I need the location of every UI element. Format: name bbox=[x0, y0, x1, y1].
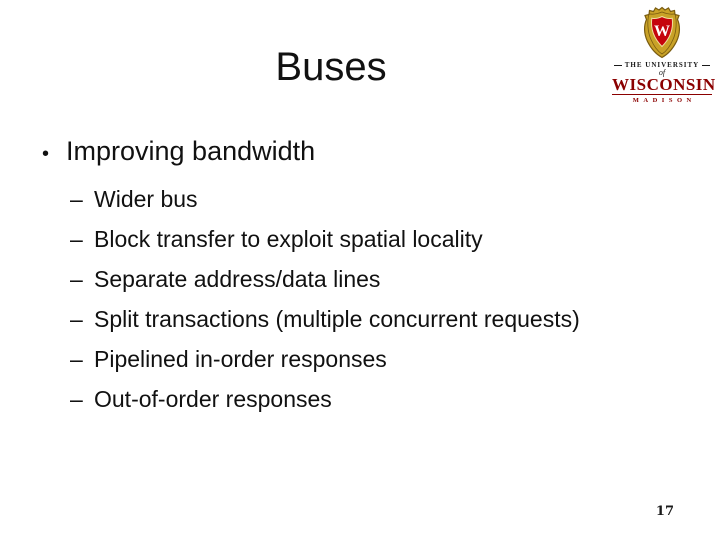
uw-wordmark: THE UNIVERSITY of WISCONSIN MADISON bbox=[612, 61, 716, 104]
sub-bullet-text: Pipelined in-order responses bbox=[94, 346, 387, 372]
dash-marker: – bbox=[70, 346, 83, 372]
dash-marker: – bbox=[70, 186, 83, 212]
sub-bullet-item: – Split transactions (multiple concurren… bbox=[42, 299, 704, 339]
sub-bullet-item: – Block transfer to exploit spatial loca… bbox=[42, 219, 704, 259]
logo-university-row: THE UNIVERSITY bbox=[614, 61, 710, 69]
logo-of-text: of bbox=[658, 68, 666, 77]
slide-title: Buses bbox=[275, 45, 387, 89]
sub-bullet-item: – Separate address/data lines bbox=[42, 259, 704, 299]
sub-bullet-text: Block transfer to exploit spatial locali… bbox=[94, 226, 483, 252]
sub-bullet-item: – Out-of-order responses bbox=[42, 379, 704, 419]
sub-bullet-text: Split transactions (multiple concurrent … bbox=[94, 306, 580, 332]
sub-bullet-text: Separate address/data lines bbox=[94, 266, 381, 292]
sub-bullet-list: – Wider bus – Block transfer to exploit … bbox=[42, 179, 704, 419]
page-number: 17 bbox=[655, 504, 674, 519]
sub-bullet-item: – Wider bus bbox=[42, 179, 704, 219]
dash-marker: – bbox=[70, 226, 83, 252]
sub-bullet-text: Out-of-order responses bbox=[94, 386, 332, 412]
sub-bullet-item: – Pipelined in-order responses bbox=[42, 339, 704, 379]
uw-crest: W bbox=[612, 6, 712, 59]
uw-crest-icon: W bbox=[643, 6, 681, 59]
dash-marker: – bbox=[70, 306, 83, 332]
dash-marker: – bbox=[70, 386, 83, 412]
left-rule bbox=[614, 64, 622, 66]
bullet-text: Improving bandwidth bbox=[66, 136, 316, 166]
sub-bullet-text: Wider bus bbox=[94, 186, 198, 212]
slide-body: • Improving bandwidth – Wider bus – Bloc… bbox=[42, 134, 704, 419]
logo-madison-text: MADISON bbox=[632, 97, 696, 104]
dash-marker: – bbox=[70, 266, 83, 292]
logo-university-text: THE UNIVERSITY bbox=[624, 61, 700, 69]
uw-monogram: W bbox=[654, 23, 670, 40]
right-rule bbox=[702, 64, 710, 66]
bullet-marker: • bbox=[42, 143, 50, 165]
bullet-item: • Improving bandwidth bbox=[42, 134, 704, 171]
uw-logo: W THE UNIVERSITY of WISCONSIN MADISON bbox=[612, 6, 716, 104]
logo-wisconsin-text: WISCONSIN bbox=[612, 75, 716, 95]
